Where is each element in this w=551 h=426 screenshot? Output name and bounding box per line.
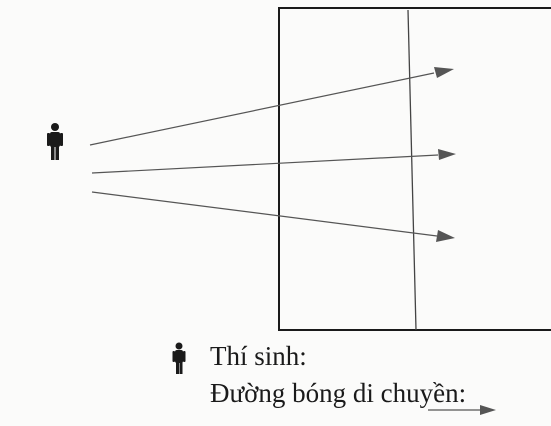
ball-path-arrow-middle: [91, 149, 456, 174]
player-label-text: Thí sinh:: [210, 341, 307, 371]
legend-person-icon: [172, 342, 186, 374]
ball-path-arrow-bottom: [91, 191, 455, 242]
legend-player-label: Thí sinh:: [210, 341, 307, 371]
legend-arrow-right-icon: [428, 405, 496, 415]
ball-path-label-text: Đường bóng di chuyền:: [210, 378, 467, 408]
player-icon: [47, 123, 63, 160]
legend-ball-path-label: Đường bóng di chuyền:: [210, 378, 466, 408]
court-box: [278, 7, 551, 331]
ball-path-arrow-top: [89, 67, 454, 146]
court-divider-line: [407, 9, 417, 331]
